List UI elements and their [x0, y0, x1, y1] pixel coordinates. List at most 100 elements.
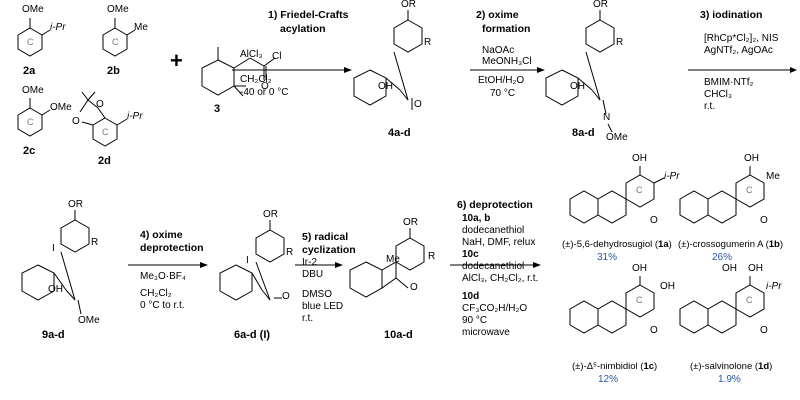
atom-label: O — [96, 99, 104, 110]
compound-label-9: 9a-d — [42, 329, 65, 341]
step-6-condition: AlCl₃, CH₂Cl₂, r.t. — [462, 273, 539, 284]
step-3-condition: BMIM·NTf₂ — [704, 77, 754, 88]
step-1-condition: CH₂Cl₂ — [240, 74, 272, 85]
step-4-title: deprotection — [140, 242, 204, 254]
atom-label: Me — [386, 254, 400, 265]
step-2-condition: NaOAc — [482, 45, 515, 56]
atom-label: O — [760, 215, 768, 226]
ring-label: C — [102, 127, 109, 137]
step-3-condition: CHCl₃ — [704, 89, 732, 100]
step-5-condition: Ir-2 — [302, 257, 317, 268]
atom-label: OR — [593, 0, 608, 10]
step-6-condition: 10c — [462, 249, 479, 260]
step-1-condition: -40 or 0 °C — [240, 87, 289, 98]
atom-label: R — [91, 237, 99, 248]
step-6-condition: 10d — [462, 291, 480, 302]
yield-1c: 12% — [598, 374, 619, 385]
atom-label: OH — [744, 153, 759, 164]
structure-8 — [545, 10, 615, 133]
step-2-title: formation — [482, 23, 531, 35]
structure-2d — [79, 91, 128, 147]
atom-label: OH — [632, 263, 647, 274]
step-5-title: 5) radical — [302, 231, 349, 243]
atom-label: O — [282, 291, 290, 302]
compound-label-3: 3 — [214, 103, 221, 115]
compound-label-2c: 2c — [23, 145, 36, 157]
structure-1b — [679, 166, 765, 224]
atom-label: Me — [766, 171, 780, 182]
atom-label: OR — [68, 199, 83, 210]
step-3-title: 3) iodination — [700, 9, 763, 21]
atom-label: OH — [48, 284, 63, 295]
atom-label: i-Pr — [664, 171, 680, 182]
step-5-title: cyclization — [302, 244, 356, 256]
structure-3 — [201, 47, 276, 97]
atom-label: OH — [722, 263, 737, 274]
atom-label: OH — [660, 281, 675, 292]
ring-label: C — [636, 295, 643, 305]
compound-label-2b: 2b — [107, 65, 120, 77]
atom-label: i-Pr — [50, 22, 66, 33]
atom-label: OMe — [22, 85, 44, 96]
step-6-condition: 10a, b — [462, 213, 491, 224]
yield-1b: 26% — [712, 252, 733, 263]
atom-label: OMe — [78, 315, 100, 326]
step-3-condition: AgNTf₂, AgOAc — [704, 45, 773, 56]
atom-label: R — [424, 37, 432, 48]
atom-label: O — [650, 215, 658, 226]
atom-label: OMe — [606, 132, 628, 143]
ring-label: C — [746, 185, 753, 195]
atom-label: O — [261, 81, 269, 92]
atom-label: O — [650, 325, 658, 336]
atom-label: OH — [378, 81, 393, 92]
atom-label: OH — [570, 81, 585, 92]
atom-label: OR — [403, 217, 418, 228]
step-2-condition: EtOH/H₂O — [478, 75, 525, 86]
atom-label: O — [72, 116, 80, 127]
compound-label-2a: 2a — [23, 65, 36, 77]
step-6-condition: CF₃CO₂H/H₂O — [462, 303, 528, 314]
atom-label: R — [616, 37, 624, 48]
atom-label: OMe — [107, 4, 129, 15]
ring-label: C — [27, 37, 34, 47]
step-5-condition: DMSO — [302, 289, 332, 300]
atom-label: O — [414, 99, 422, 110]
step-3-condition: [RhCp*Cl₂]₂, NIS — [704, 33, 779, 44]
step-1-title: 1) Friedel-Crafts — [268, 9, 349, 21]
ring-label: C — [746, 295, 753, 305]
step-1-title: acylation — [280, 23, 326, 35]
atom-label: OMe — [50, 102, 72, 113]
ring-label: C — [27, 117, 34, 127]
structure-9 — [21, 210, 90, 315]
atom-label: i-Pr — [766, 281, 782, 292]
atom-label: Me — [134, 22, 148, 33]
product-name-1b: (±)-crossogumerin A (1b) — [678, 239, 784, 250]
atom-label: O — [410, 282, 418, 293]
step-2-condition: 70 °C — [490, 88, 516, 99]
step-6-condition: dodecanethiol — [462, 261, 525, 272]
reaction-arrows — [128, 67, 797, 268]
structure-2c — [17, 98, 51, 137]
structure-2b — [102, 18, 136, 57]
step-6-condition: 90 °C — [462, 315, 488, 326]
compound-label-8: 8a-d — [572, 127, 595, 139]
step-4-condition: 0 °C to r.t. — [140, 300, 185, 311]
yield-1a: 31% — [597, 252, 618, 263]
atom-label: OH — [748, 263, 763, 274]
step-6-condition: NaH, DMF, relux — [462, 237, 536, 248]
step-5-condition: blue LED — [302, 301, 344, 312]
atom-label: OH — [632, 153, 647, 164]
yield-1d: 1.9% — [718, 374, 741, 385]
step-5-condition: DBU — [302, 269, 324, 280]
step-6-title: 6) deprotection — [457, 199, 533, 211]
step-5-condition: r.t. — [302, 313, 314, 324]
structure-1c — [569, 276, 655, 334]
compound-label-4: 4a-d — [388, 127, 411, 139]
structure-1d — [679, 276, 765, 334]
ring-label: C — [112, 37, 119, 47]
atom-label: OR — [263, 209, 278, 220]
step-1-condition: AlCl₃ — [240, 49, 263, 60]
product-name-1d: (±)-salvinolone (1d) — [690, 361, 773, 372]
